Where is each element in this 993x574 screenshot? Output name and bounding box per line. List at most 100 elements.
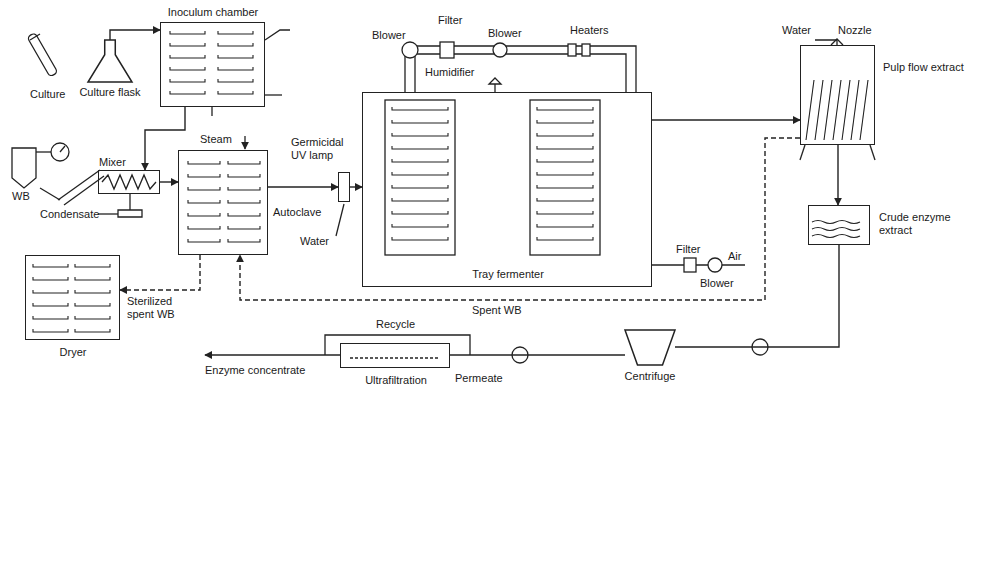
- tray-strokes: [33, 31, 868, 332]
- tray: [392, 172, 448, 175]
- permeate-line: [350, 357, 440, 358]
- water-pipe: [336, 204, 344, 236]
- air-duct: [582, 44, 590, 56]
- tray: [188, 161, 220, 164]
- tray: [188, 187, 220, 190]
- fermenter-racks: [385, 100, 455, 255]
- tray: [392, 133, 448, 136]
- tray: [537, 224, 593, 227]
- tray: [537, 133, 593, 136]
- steam-pipe: [244, 136, 245, 149]
- culture-label: Culture: [30, 88, 65, 101]
- tray: [75, 316, 110, 319]
- tray: [170, 79, 205, 82]
- packing: [842, 80, 850, 140]
- crude-extract-tank: Crude enzyme extract: [808, 205, 870, 245]
- equipment-name: Autoclave: [273, 206, 321, 219]
- tray: [218, 43, 253, 46]
- equipment-name: Centrifuge: [625, 370, 676, 383]
- mixer-screw: [102, 175, 156, 189]
- tray: [75, 277, 110, 280]
- tray: [75, 329, 110, 332]
- bran-bin: [60, 146, 65, 152]
- water-pipe: [336, 204, 344, 236]
- stream-label: Water: [300, 235, 329, 248]
- stream-label: Water: [782, 24, 811, 37]
- extractor-fittings: [870, 145, 875, 160]
- conveyor: [40, 188, 60, 200]
- humidifier-nozzle: [489, 78, 501, 92]
- air-duct: [402, 42, 636, 92]
- tray: [75, 290, 110, 293]
- packing: [860, 80, 868, 140]
- stream-label: Air: [728, 250, 741, 263]
- tray-fermenter: Tray fermenter: [362, 92, 652, 287]
- equipment-label: Blower: [488, 27, 522, 40]
- tray: [75, 264, 110, 267]
- inoculum-pipes: [265, 94, 282, 95]
- permeate-line: [350, 357, 440, 358]
- equipment-name: Ultrafiltration: [365, 374, 427, 387]
- air-duct: [568, 44, 576, 56]
- tray: [228, 226, 260, 229]
- tray: [218, 31, 253, 34]
- ultrafiltration-unit: Ultrafiltration: [340, 343, 450, 368]
- humidifier-nozzle: [494, 84, 495, 92]
- equipment-name: Mixer: [99, 156, 126, 169]
- inoculum-pipes: [212, 30, 290, 116]
- tray: [170, 67, 205, 70]
- tray: [392, 224, 448, 227]
- tray: [392, 159, 448, 162]
- product-label: Enzyme concentrate: [205, 364, 305, 377]
- humidifier-nozzle: [489, 78, 501, 84]
- tray: [170, 43, 205, 46]
- conveyor: [40, 170, 104, 205]
- air-duct: [493, 43, 507, 57]
- process-flow: [652, 119, 800, 120]
- autoclave: Autoclave: [178, 150, 268, 255]
- stream-label: Condensate: [40, 208, 99, 221]
- tray: [228, 161, 260, 164]
- inoculum-pipes: [265, 30, 290, 40]
- tray: [537, 237, 593, 240]
- pump: [512, 339, 768, 363]
- tray: [537, 172, 593, 175]
- tray: [33, 316, 68, 319]
- outline: [88, 40, 132, 82]
- spent-bran-line: [120, 255, 200, 290]
- process-flow: [160, 181, 178, 182]
- air-duct: [440, 42, 454, 58]
- process-illustration: [12, 30, 875, 363]
- tray: [228, 174, 260, 177]
- tray: [188, 213, 220, 216]
- air-duct: [415, 54, 626, 92]
- equipment-name: Crude enzyme extract: [879, 211, 974, 236]
- tray: [228, 239, 260, 242]
- packing: [806, 80, 814, 140]
- recycle-loop: [325, 335, 470, 355]
- process-flow: [110, 30, 160, 40]
- culture-tube: [27, 33, 58, 77]
- tray: [392, 237, 448, 240]
- mixer-screw: [102, 175, 156, 189]
- tray: [392, 211, 448, 214]
- stream-label: Recycle: [376, 318, 415, 331]
- process-flow: [675, 245, 839, 347]
- tray: [170, 91, 205, 94]
- recycle-loop: [325, 335, 470, 355]
- flask-outline: [88, 40, 132, 82]
- fermenter-racks: [385, 100, 600, 255]
- tray: [537, 198, 593, 201]
- bran-bin: [12, 148, 36, 188]
- equipment-label: Humidifier: [425, 66, 475, 79]
- equipment-label: Blower: [372, 29, 406, 42]
- equipment-name: Culture flask: [79, 86, 140, 99]
- centrifuge: Centrifuge: [625, 330, 675, 365]
- equipment-label: Heaters: [570, 24, 609, 37]
- tray: [218, 91, 253, 94]
- culture-tube: [30, 34, 40, 40]
- bran-bin: [36, 151, 51, 152]
- equipment-label: Filter: [438, 14, 462, 27]
- process-flow: [837, 145, 838, 205]
